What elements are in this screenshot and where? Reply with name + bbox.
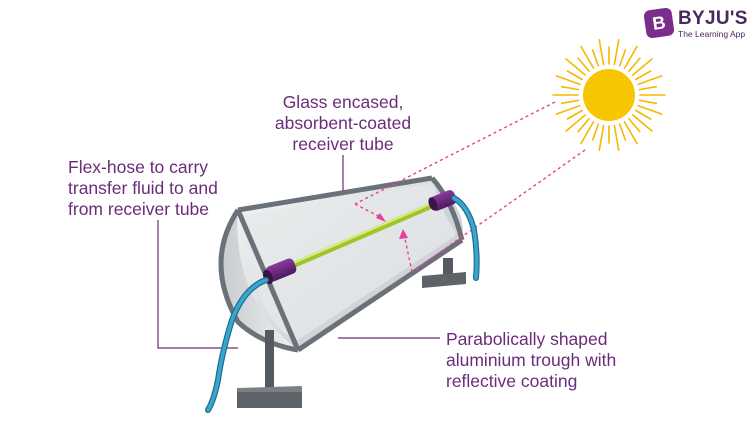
- label-trough-line-2: aluminium trough with: [446, 350, 617, 370]
- sun-ray: [631, 114, 653, 132]
- sun-ray: [555, 104, 581, 115]
- sun-ray: [628, 117, 641, 133]
- label-trough: Parabolically shaped aluminium trough wi…: [446, 329, 616, 392]
- sun-ray: [628, 57, 641, 73]
- label-receiver-tube-line-1: Glass encased,: [282, 92, 404, 112]
- frame-top-rail: [237, 175, 433, 213]
- sun-ray: [565, 114, 587, 132]
- sun-ray: [555, 75, 581, 86]
- sun-ray: [618, 49, 627, 67]
- label-flex-hose-line-3: from receiver tube: [68, 199, 210, 219]
- label-trough-line-1: Parabolically shaped: [446, 329, 608, 349]
- sun-ray: [560, 85, 580, 91]
- sun-ray: [613, 39, 620, 66]
- label-receiver-tube: Glass encased, absorbent-coated receiver…: [258, 92, 428, 155]
- sun-ray: [613, 124, 620, 151]
- incoming-ray-1: [354, 101, 556, 205]
- sun-ray: [631, 58, 653, 76]
- sun-ray: [560, 99, 580, 105]
- sun-ray: [591, 49, 600, 67]
- receiver-tube: [279, 199, 443, 273]
- sun-disc: [583, 69, 635, 121]
- sun-ray: [580, 121, 595, 145]
- leader-line-flex-hose: [157, 220, 238, 349]
- sun-ray: [637, 75, 663, 86]
- label-receiver-tube-line-2: absorbent-coated: [274, 113, 412, 133]
- arrowhead-2: [399, 229, 408, 239]
- reflected-ray-1: [354, 203, 383, 219]
- sun-ray: [580, 45, 595, 69]
- front-stand: [237, 330, 302, 408]
- logo-badge: B: [643, 7, 675, 39]
- label-trough-line-3: reflective coating: [446, 371, 578, 391]
- sun-ray: [598, 124, 605, 151]
- sun-ray: [637, 104, 663, 115]
- sun-ray: [623, 121, 638, 145]
- label-flex-hose: Flex-hose to carry transfer fluid to and…: [68, 157, 218, 220]
- sun-ray: [565, 58, 587, 76]
- sun-ray: [577, 57, 590, 73]
- sun-icon: [552, 39, 666, 151]
- ray-arrowheads: [376, 213, 408, 239]
- sun-ray: [638, 99, 658, 105]
- arrowhead-1: [376, 213, 386, 222]
- label-receiver-tube-line-3: receiver tube: [292, 134, 394, 154]
- sun-ray: [618, 123, 627, 141]
- parabolic-trough: [221, 178, 463, 350]
- label-flex-hose-line-1: Flex-hose to carry: [68, 157, 209, 177]
- flex-hose: [205, 195, 480, 413]
- sun-ray: [623, 45, 638, 69]
- sun-ray: [635, 70, 652, 81]
- rear-stand: [422, 258, 466, 288]
- sun-ray: [638, 85, 658, 91]
- byjus-logo-icon[interactable]: B BYJU'S The Learning App: [643, 7, 748, 41]
- sun-ray: [598, 39, 605, 66]
- frame-bottom-rail: [296, 237, 464, 353]
- reflected-ray-2: [403, 233, 413, 273]
- label-flex-hose-line-2: transfer fluid to and: [68, 178, 218, 198]
- sun-ray: [577, 117, 590, 133]
- sun-ray: [566, 70, 583, 81]
- sun-ray: [591, 123, 600, 141]
- sun-rays: [354, 101, 586, 273]
- logo-wordmark: BYJU'S: [678, 8, 748, 29]
- sun-ray: [635, 109, 652, 120]
- incoming-ray-2: [411, 149, 586, 273]
- logo-badge-letter: B: [651, 12, 667, 34]
- receiver-end-cap-rear: [428, 190, 457, 211]
- logo-tagline: The Learning App: [678, 29, 746, 39]
- sun-ray: [566, 109, 583, 120]
